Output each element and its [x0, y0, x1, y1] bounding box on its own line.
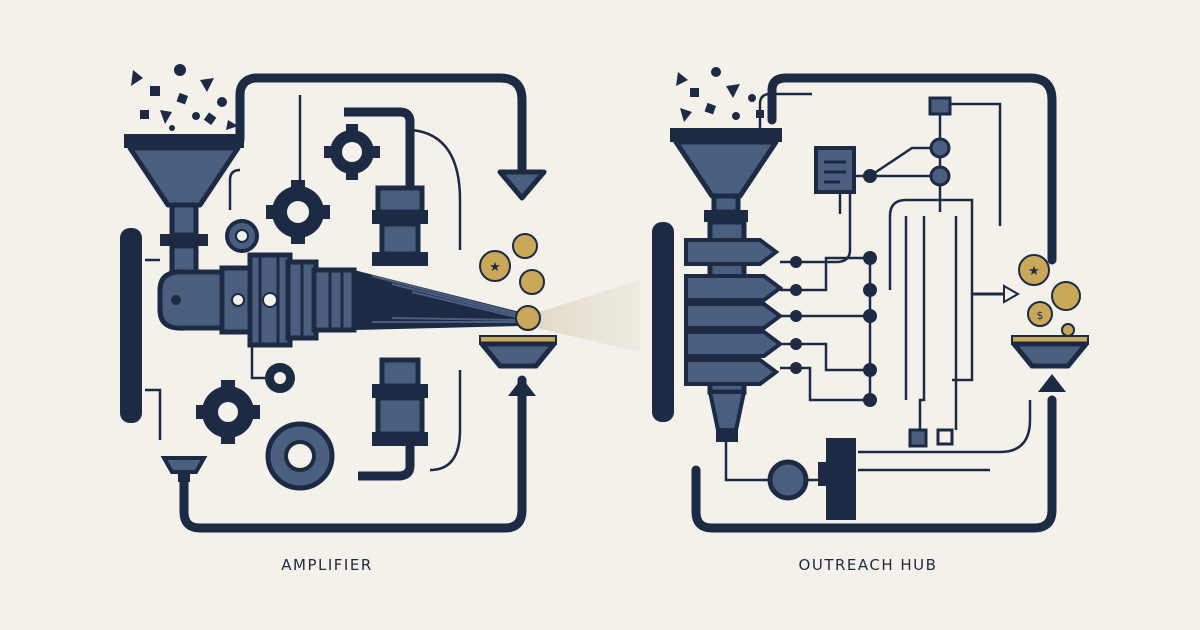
amplifier-machine: [219, 252, 357, 348]
network-nodes: [790, 169, 877, 407]
network-hub-nodes: [908, 96, 954, 448]
bowl-icon: [1011, 335, 1089, 369]
gear-icon: [265, 421, 335, 491]
amplifier-pipes: [344, 107, 428, 481]
coin-icon: ★ $: [1018, 254, 1081, 337]
amplifier-panel: ★: [120, 64, 557, 533]
amplifier-side-bar: [120, 228, 142, 423]
intake-pipe: [157, 243, 228, 331]
arrow-icon: [508, 378, 536, 396]
arrow-icon: [972, 284, 1021, 304]
gear-icon: [265, 363, 295, 393]
funnel-icon: [124, 134, 244, 246]
input-particles: [131, 64, 238, 131]
arrow-icon: [497, 169, 547, 201]
svg-text:$: $: [1037, 309, 1044, 322]
gear-icon: [266, 180, 330, 244]
light-beam: [520, 280, 640, 352]
bowl-icon: [479, 335, 557, 369]
coin-icon: ★: [479, 233, 545, 331]
outreach-hub-panel: ★ $: [652, 67, 1089, 533]
funnel-icon: [670, 128, 782, 222]
svg-text:★: ★: [1028, 264, 1040, 279]
amplifier-label: AMPLIFIER: [281, 556, 373, 574]
gear-icon: [196, 380, 260, 444]
amplifier-wires: [145, 95, 462, 472]
document-icon: [814, 146, 856, 194]
outreach-frame: [691, 73, 1057, 533]
gear-icon: [225, 219, 259, 253]
outreach-distributor: [684, 219, 784, 442]
input-particles: [676, 67, 764, 122]
outreach-hub-label: OUTREACH HUB: [798, 556, 938, 574]
amplifier-horn: [354, 270, 521, 330]
arrow-icon: [1038, 374, 1066, 392]
svg-text:★: ★: [489, 260, 501, 275]
bowl-icon: [160, 456, 208, 482]
outreach-side-bar: [652, 222, 674, 422]
gear-icon: [324, 124, 380, 180]
amplifier-frame: [179, 73, 527, 533]
pump-icon: [767, 438, 856, 520]
